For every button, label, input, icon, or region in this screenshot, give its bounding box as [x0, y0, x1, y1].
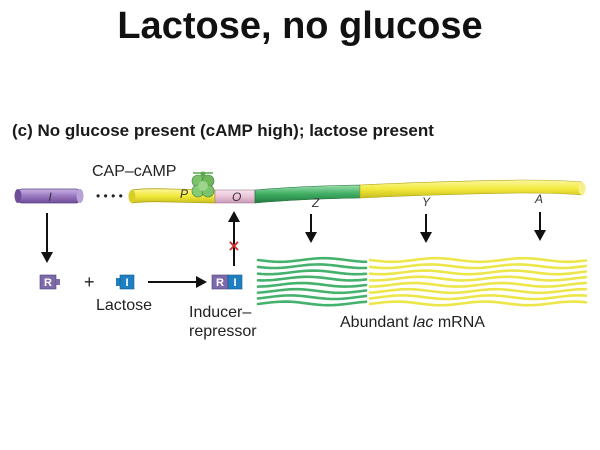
mrna-strand-line: [256, 263, 368, 270]
mrna-strand-line: [368, 294, 588, 301]
transcription-arrow-a: [534, 212, 546, 241]
mrna-strand-line: [368, 256, 588, 264]
mrna-strand-line: [256, 281, 368, 288]
dna-end-cap-right: [578, 182, 586, 195]
z-gene-region: [254, 184, 361, 204]
blocked-binding-arrow: ×: [227, 211, 241, 266]
slide-title: Lactose, no glucose: [117, 5, 482, 47]
lac-mrna-strands: [256, 256, 588, 307]
complex-repressor-letter: R: [216, 277, 224, 289]
gene-y-label: Y: [422, 195, 431, 209]
mrna-strand-line: [368, 300, 588, 307]
y-a-gene-region: [359, 179, 583, 199]
mrna-label-italic: lac: [413, 314, 433, 331]
panel-subtitle: (c) No glucose present (cAMP high); lact…: [12, 121, 434, 140]
repressor: R: [39, 274, 60, 290]
mrna-strand-line: [368, 287, 588, 295]
gene-i-label: I: [48, 190, 52, 204]
complex-label-line1: Inducer–: [189, 304, 251, 321]
blocked-x-mark: ×: [227, 236, 240, 255]
i-gene: I: [14, 188, 84, 204]
mrna-label-prefix: Abundant: [340, 314, 413, 331]
gene-z-label: Z: [311, 196, 320, 210]
complex-inducer-letter: I: [233, 277, 236, 289]
mrna-strand-line: [368, 281, 588, 288]
dna-strand: [128, 179, 586, 204]
gene-a-label: A: [534, 192, 543, 206]
mrna-label-suffix: mRNA: [433, 314, 485, 331]
cap-camp-label: CAP–cAMP: [92, 163, 176, 180]
mrna-strand-line: [368, 275, 588, 282]
mrna-strand-line: [368, 263, 588, 270]
inducer-letter: I: [125, 277, 128, 289]
inducer-lactose: I: [116, 274, 135, 290]
operator-label: O: [232, 190, 241, 204]
repressor-letter: R: [44, 277, 52, 289]
i-gene-expression-arrow: [41, 213, 53, 263]
complex-label-line2: repressor: [189, 323, 257, 340]
transcription-arrow-y: [420, 214, 432, 243]
binding-arrow: [148, 276, 207, 288]
mrna-strand-line: [256, 287, 368, 295]
mrna-strand-line: [256, 269, 368, 276]
lactose-label: Lactose: [96, 297, 152, 314]
inducer-repressor-complex: R I: [211, 274, 243, 290]
dna-end-cap: [128, 190, 136, 203]
promoter-label: P: [180, 187, 188, 201]
plus-sign: +: [84, 272, 95, 292]
transcription-arrow-z: [305, 214, 317, 243]
dna-gap-dots: • • • •: [96, 189, 123, 203]
mrna-strand-line: [256, 275, 368, 282]
mrna-strand-line: [256, 300, 368, 307]
mrna-strand-line: [368, 269, 588, 276]
mrna-label: Abundant lac mRNA: [340, 314, 485, 331]
mrna-strand-line: [256, 256, 368, 264]
mrna-strand-line: [256, 294, 368, 301]
cap-camp-protein: [191, 171, 215, 198]
